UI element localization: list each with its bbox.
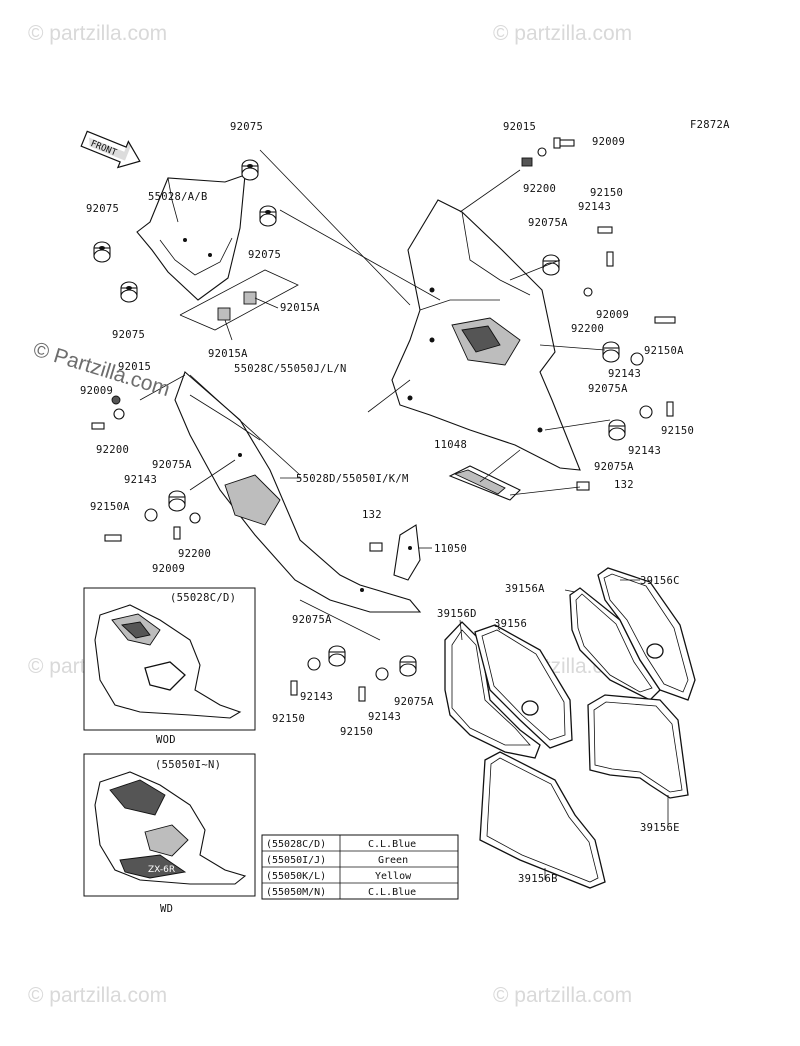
part-label[interactable]: 92015 — [503, 121, 536, 133]
part-label[interactable]: 92015A — [280, 302, 320, 314]
part-label[interactable]: 92075A — [588, 383, 628, 395]
pad-leader-lines — [459, 579, 669, 880]
part-label[interactable]: 92200 — [178, 548, 211, 560]
table-cell-color: Yellow — [375, 871, 412, 882]
front-arrow-icon: FRONT — [80, 130, 141, 169]
part-label[interactable]: 92150 — [590, 187, 623, 199]
watermark-text: © partzilla.com — [493, 984, 632, 1007]
clip-parts — [179, 269, 299, 341]
part-label[interactable]: 92009 — [592, 136, 625, 148]
bracket-11048 — [448, 465, 521, 501]
part-label[interactable]: 55028D/55050I/K/M — [296, 473, 409, 485]
part-label[interactable]: 92200 — [571, 323, 604, 335]
part-label[interactable]: 39156A — [505, 583, 545, 595]
part-label[interactable]: 92075A — [292, 614, 332, 626]
part-label[interactable]: 92075 — [230, 121, 263, 133]
inset-wd-header: (55050I~N) — [155, 759, 221, 771]
inset-wd: (55050I~N) ZX-6R WD — [83, 753, 256, 915]
part-label[interactable]: 11048 — [434, 439, 467, 451]
pad-39156c — [597, 567, 696, 701]
inset-wod-caption: WOD — [156, 734, 176, 746]
inset-wod-header: (55028C/D) — [170, 592, 236, 604]
part-label[interactable]: 92075 — [112, 329, 145, 341]
part-label[interactable]: 92143 — [608, 368, 641, 380]
table-cell-part: (55028C/D) — [266, 839, 326, 850]
table-cell-color: C.L.Blue — [368, 887, 416, 898]
part-label[interactable]: 55028C/55050J/L/N — [234, 363, 347, 375]
part-label[interactable]: 92009 — [152, 563, 185, 575]
table-cell-color: Green — [378, 855, 408, 866]
left-lower-cowl — [174, 371, 422, 613]
pad-39156 — [474, 624, 573, 749]
part-label[interactable]: 39156C — [640, 575, 680, 587]
part-label[interactable]: 92143 — [368, 711, 401, 723]
table-cell-part: (55050I/J) — [266, 855, 326, 866]
part-label[interactable]: 92150 — [272, 713, 305, 725]
part-label[interactable]: 132 — [362, 509, 382, 521]
table-cell-part: (55050M/N) — [266, 887, 326, 898]
fastener-parts — [91, 137, 676, 702]
part-label[interactable]: 92075A — [394, 696, 434, 708]
part-label[interactable]: 92150A — [90, 501, 130, 513]
part-label[interactable]: 92075A — [152, 459, 192, 471]
bracket-11050 — [393, 524, 421, 581]
pad-39156b — [479, 751, 606, 889]
part-label[interactable]: 92015A — [208, 348, 248, 360]
part-label[interactable]: 92150 — [661, 425, 694, 437]
part-label[interactable]: 92075A — [594, 461, 634, 473]
part-label[interactable]: 92075 — [248, 249, 281, 261]
inset-wd-caption: WD — [160, 903, 173, 915]
part-label[interactable]: 92009 — [596, 309, 629, 321]
pad-39156a — [569, 587, 661, 701]
right-side-cowl — [391, 199, 581, 471]
zx6r-decal-logo: ZX-6R — [148, 865, 175, 875]
diagram-code: F2872A — [690, 119, 730, 131]
table-cell-part: (55050K/L) — [266, 871, 326, 882]
leader-lines — [139, 149, 611, 641]
part-label[interactable]: 55028/A/B — [148, 191, 208, 203]
part-label[interactable]: 39156 — [494, 618, 527, 630]
pad-39156e — [587, 694, 689, 799]
color-table: (55028C/D) C.L.Blue (55050I/J) Green (55… — [261, 834, 459, 900]
part-label[interactable]: 92200 — [523, 183, 556, 195]
part-label[interactable]: 92150 — [340, 726, 373, 738]
part-label[interactable]: 92075A — [528, 217, 568, 229]
part-label[interactable]: 92075 — [86, 203, 119, 215]
part-label[interactable]: 92200 — [96, 444, 129, 456]
inner-cowl-upper — [136, 174, 246, 301]
part-label[interactable]: 92143 — [578, 201, 611, 213]
table-cell-color: C.L.Blue — [368, 839, 416, 850]
part-label[interactable]: 92143 — [628, 445, 661, 457]
grommet-parts — [93, 159, 277, 303]
inset-wod: (55028C/D) WOD — [83, 587, 256, 746]
part-label[interactable]: 39156B — [518, 873, 558, 885]
part-label[interactable]: 132 — [614, 479, 634, 491]
watermark-text: © partzilla.com — [28, 984, 167, 1007]
part-label[interactable]: 11050 — [434, 543, 467, 555]
watermark-text: © partzilla.com — [493, 22, 632, 45]
part-label[interactable]: 92009 — [80, 385, 113, 397]
part-label[interactable]: 39156E — [640, 822, 680, 834]
part-label[interactable]: 92143 — [124, 474, 157, 486]
part-label[interactable]: 92015 — [118, 361, 151, 373]
pad-parts — [444, 567, 696, 889]
watermark-text: © partzilla.com — [28, 22, 167, 45]
part-label[interactable]: 92150A — [644, 345, 684, 357]
part-label[interactable]: 39156D — [437, 608, 477, 620]
part-label[interactable]: 92143 — [300, 691, 333, 703]
part-labels: 92075 55028/A/B 92075 92075 92075 92015A… — [80, 121, 694, 885]
